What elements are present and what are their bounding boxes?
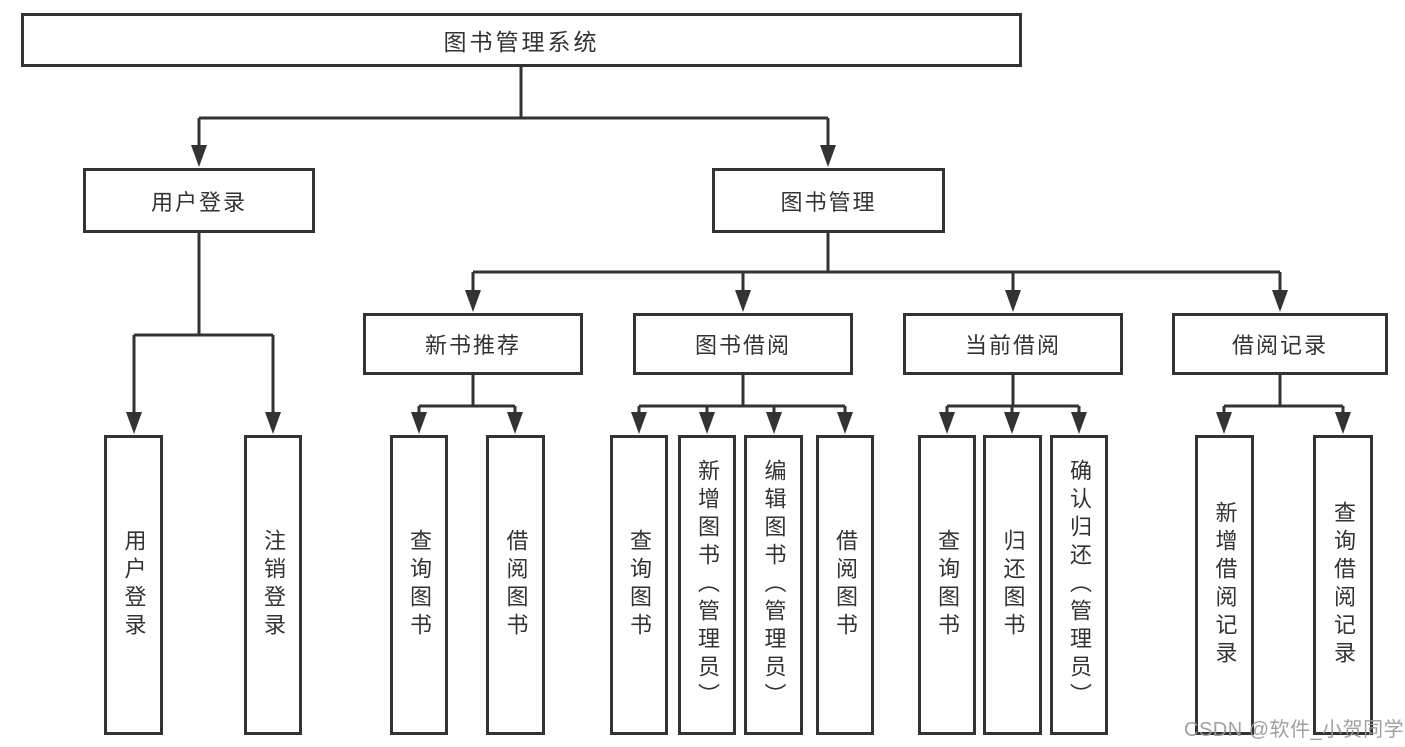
- node-label: 新增借阅记录: [1212, 501, 1238, 669]
- node-label: 用户登录: [121, 529, 147, 641]
- node-book-management: 图书管理: [712, 168, 945, 233]
- node-label: 注销登录: [261, 529, 286, 641]
- leaf-add-book-admin: 新增图书（管理员）: [678, 435, 736, 735]
- node-label: 查询图书: [407, 529, 432, 641]
- node-borrowing-records: 借阅记录: [1172, 313, 1388, 375]
- leaf-user-login: 用户登录: [104, 435, 163, 735]
- node-label: 借阅图书: [833, 529, 858, 641]
- node-label: 借阅图书: [503, 529, 529, 641]
- leaf-query-books-recommend: 查询图书: [390, 435, 448, 735]
- csdn-watermark: CSDN @软件_小贺同学: [1184, 719, 1405, 741]
- node-label: 当前借阅: [964, 333, 1061, 358]
- leaf-logout: 注销登录: [244, 435, 302, 735]
- node-label: 新增图书（管理员）: [695, 459, 720, 711]
- node-label: 用户登录: [150, 189, 247, 215]
- node-label: 编辑图书（管理员）: [761, 459, 787, 711]
- node-label: 查询图书: [627, 529, 652, 641]
- leaf-borrow-books-recommend: 借阅图书: [486, 435, 545, 735]
- leaf-confirm-return-admin: 确认归还（管理员）: [1050, 435, 1108, 735]
- node-current-borrowing: 当前借阅: [903, 313, 1123, 375]
- node-label: 新书推荐: [424, 333, 521, 358]
- leaf-query-borrow-record: 查询借阅记录: [1313, 435, 1373, 735]
- leaf-add-borrow-record: 新增借阅记录: [1195, 435, 1254, 735]
- leaf-edit-book-admin: 编辑图书（管理员）: [744, 435, 803, 735]
- node-label: 借阅记录: [1231, 333, 1328, 358]
- node-label: 归还图书: [1000, 529, 1026, 641]
- node-label: 查询借阅记录: [1331, 501, 1356, 669]
- leaf-borrow-books: 借阅图书: [816, 435, 874, 735]
- node-label: 图书管理系统: [443, 29, 600, 55]
- leaf-return-books: 归还图书: [983, 435, 1042, 735]
- node-label: 确认归还（管理员）: [1067, 459, 1092, 711]
- node-root-system: 图书管理系统: [21, 13, 1022, 67]
- node-label: 查询图书: [935, 529, 960, 641]
- node-label: 图书管理: [780, 189, 877, 215]
- node-label: 图书借阅: [694, 333, 791, 358]
- leaf-query-books-current: 查询图书: [918, 435, 976, 735]
- arrowheads: [126, 145, 1351, 434]
- node-user-login: 用户登录: [83, 168, 315, 233]
- leaf-query-books-borrow: 查询图书: [610, 435, 668, 735]
- node-book-borrowing: 图书借阅: [633, 313, 853, 375]
- node-new-book-recommend: 新书推荐: [363, 313, 583, 375]
